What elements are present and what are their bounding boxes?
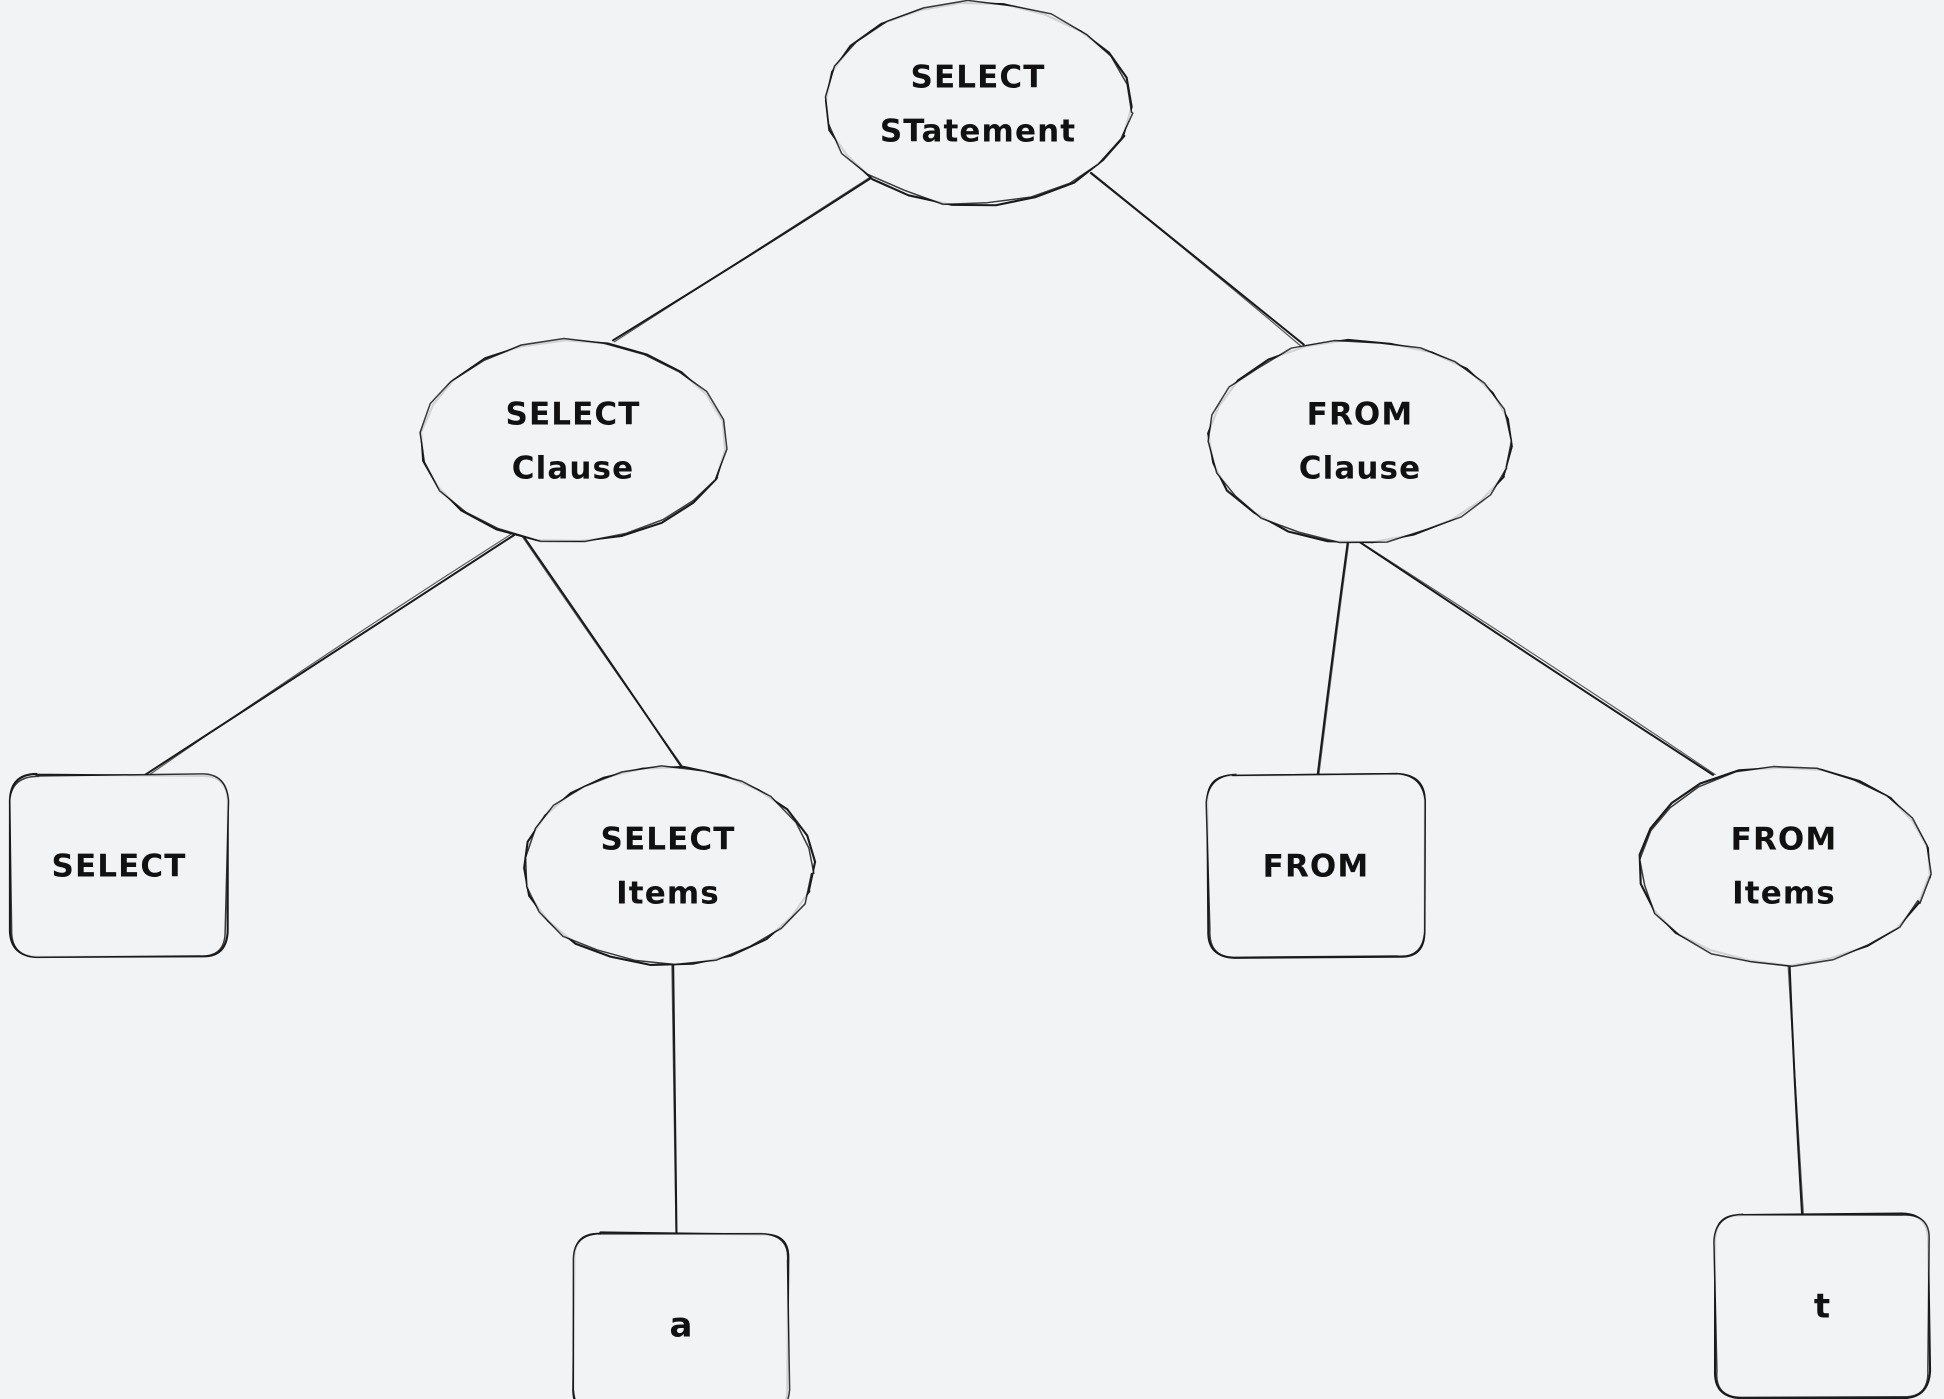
outline-ghost-stroke	[824, 0, 1134, 206]
outline-ghost-stroke	[1713, 1213, 1930, 1399]
edge-select-clause-to-select-terminal	[140, 530, 520, 780]
node-label: FROM	[1263, 849, 1370, 885]
edge-stroke-ghost	[143, 530, 517, 780]
edge-stroke-ghost	[1787, 962, 1805, 1217]
node-label-line2: Clause	[512, 451, 634, 487]
edge-stroke	[1350, 535, 1715, 776]
outline-ghost-stroke	[1638, 765, 1932, 968]
edge-select-clause-to-select-items	[520, 532, 686, 771]
edge-stroke	[140, 531, 520, 779]
edge-select-items-to-leaf-a	[671, 962, 678, 1237]
node-label-line1: SELECT	[506, 397, 641, 433]
edge-select-statement-to-select-clause	[612, 175, 874, 343]
edge-stroke	[1090, 171, 1305, 346]
node-label-line2: Items	[616, 876, 720, 912]
edge-from-clause-to-from-items	[1349, 535, 1716, 776]
edge-stroke-ghost	[671, 963, 677, 1234]
node-select-clause[interactable]: SELECT Clause	[419, 337, 728, 543]
nodes-layer: SELECTSTatementSELECTClauseFROMClauseSEL…	[8, 0, 1932, 1399]
node-label-line1: SELECT	[911, 60, 1046, 96]
outline-ghost-stroke	[524, 765, 815, 966]
outline-ghost-stroke	[419, 337, 728, 543]
node-label-line2: Items	[1732, 876, 1836, 912]
edge-stroke-ghost	[1089, 172, 1303, 348]
node-from-terminal[interactable]: FROM	[1205, 772, 1426, 959]
edge-stroke	[1316, 540, 1349, 776]
outline-ghost-stroke	[1207, 339, 1513, 544]
outline-ghost-stroke	[572, 1232, 791, 1399]
node-select-statement[interactable]: SELECT STatement	[824, 0, 1134, 207]
node-select-terminal[interactable]: SELECT	[8, 772, 230, 959]
node-label: a	[670, 1306, 693, 1346]
edge-stroke-ghost	[1318, 539, 1350, 778]
node-label-line2: STatement	[880, 114, 1076, 150]
node-label-line1: SELECT	[601, 822, 736, 858]
node-from-items[interactable]: FROM Items	[1638, 765, 1932, 968]
edges-layer	[140, 171, 1805, 1237]
node-select-items[interactable]: SELECT Items	[523, 765, 817, 967]
node-leaf-t[interactable]: t	[1713, 1212, 1932, 1399]
outline-ghost-stroke	[1205, 772, 1426, 959]
node-from-clause[interactable]: FROM Clause	[1207, 338, 1513, 544]
node-label-line1: FROM	[1731, 822, 1838, 858]
edge-select-statement-to-from-clause	[1089, 171, 1305, 348]
outline-ghost-stroke	[8, 773, 230, 959]
node-label: SELECT	[52, 849, 187, 885]
node-label: t	[1814, 1287, 1830, 1327]
edge-stroke-ghost	[520, 533, 686, 771]
node-label-line2: Clause	[1299, 451, 1421, 487]
edge-from-clause-to-from-terminal	[1316, 539, 1350, 778]
node-leaf-a[interactable]: a	[572, 1231, 791, 1399]
edge-stroke-ghost	[613, 175, 873, 343]
edge-stroke-ghost	[1349, 535, 1716, 776]
node-label-line1: FROM	[1307, 397, 1414, 433]
edge-from-items-to-leaf-t	[1787, 961, 1805, 1218]
